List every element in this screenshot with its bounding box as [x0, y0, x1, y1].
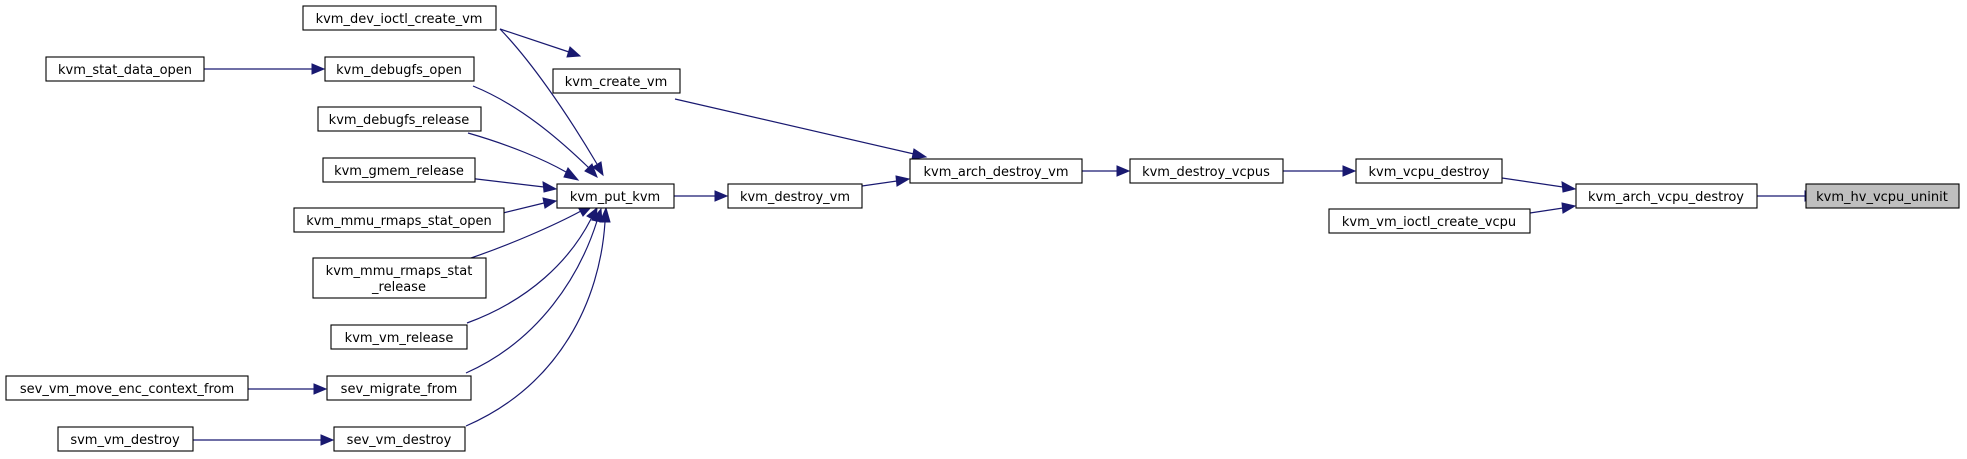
node-label: svm_vm_destroy — [70, 433, 180, 448]
node-label: sev_vm_destroy — [347, 433, 452, 448]
node-sev-vm-move-enc-context-from[interactable]: sev_vm_move_enc_context_from — [5, 375, 249, 401]
node-label: kvm_arch_destroy_vm — [924, 165, 1069, 180]
node-label: kvm_dev_ioctl_create_vm — [316, 12, 483, 27]
node-kvm-create-vm[interactable]: kvm_create_vm — [552, 68, 681, 94]
edge-sev-vm-destroy-to-kvm-put-kvm — [465, 206, 611, 427]
node-kvm-arch-vcpu-destroy[interactable]: kvm_arch_vcpu_destroy — [1575, 183, 1758, 209]
edge-kvm-mmu-rmaps-stat-open-to-kvm-put-kvm — [502, 197, 558, 214]
node-label: kvm_debugfs_open — [336, 63, 462, 78]
edge-kvm-gmem-release-to-kvm-put-kvm — [467, 177, 558, 193]
node-label: kvm_destroy_vm — [740, 190, 850, 205]
node-label: kvm_hv_vcpu_uninit — [1816, 190, 1948, 205]
node-sev-vm-destroy[interactable]: sev_vm_destroy — [333, 426, 466, 452]
edge-kvm-vcpu-destroy-to-kvm-arch-vcpu-destroy — [1501, 177, 1577, 193]
edge-kvm-vm-ioctl-create-vcpu-to-kvm-arch-vcpu-destroy — [1529, 202, 1577, 214]
node-label: sev_vm_move_enc_context_from — [20, 382, 234, 397]
node-kvm-vm-release[interactable]: kvm_vm_release — [330, 324, 468, 350]
node-kvm-put-kvm[interactable]: kvm_put_kvm — [556, 183, 675, 209]
edge-kvm-put-kvm-to-kvm-destroy-vm — [674, 190, 729, 202]
node-kvm-arch-destroy-vm[interactable]: kvm_arch_destroy_vm — [909, 158, 1083, 184]
edge-kvm-create-vm-to-kvm-arch-destroy-vm — [674, 98, 928, 160]
node-label: kvm_vm_ioctl_create_vcpu — [1342, 215, 1516, 230]
edge-kvm-debugfs-open-to-kvm-put-kvm — [472, 85, 598, 179]
node-kvm-hv-vcpu-uninit[interactable]: kvm_hv_vcpu_uninit — [1805, 183, 1960, 209]
node-label: kvm_vcpu_destroy — [1368, 165, 1489, 180]
node-svm-vm-destroy[interactable]: svm_vm_destroy — [57, 426, 194, 452]
node-label: kvm_create_vm — [565, 75, 668, 90]
node-label: kvm_mmu_rmaps_stat_open — [306, 214, 492, 229]
node-label: kvm_vm_release — [345, 331, 454, 346]
edge-kvm-destroy-vm-to-kvm-arch-destroy-vm — [861, 175, 911, 187]
edge-kvm-arch-destroy-vm-to-kvm-destroy-vcpus — [1082, 165, 1131, 177]
node-label: kvm_destroy_vcpus — [1142, 165, 1270, 180]
node-kvm-mmu-rmaps-stat-release[interactable]: kvm_mmu_rmaps_stat _release — [312, 257, 487, 299]
node-label: sev_migrate_from — [341, 382, 458, 397]
node-label: kvm_stat_data_open — [58, 63, 192, 78]
node-kvm-vm-ioctl-create-vcpu[interactable]: kvm_vm_ioctl_create_vcpu — [1328, 208, 1531, 234]
edge-svm-vm-destroy-to-sev-vm-destroy — [193, 434, 335, 446]
edge-kvm-dev-ioctl-create-vm-to-kvm-create-vm — [499, 28, 582, 58]
node-sev-migrate-from[interactable]: sev_migrate_from — [326, 375, 472, 401]
node-label: kvm_debugfs_release — [329, 113, 470, 128]
node-kvm-destroy-vcpus[interactable]: kvm_destroy_vcpus — [1129, 158, 1284, 184]
node-kvm-mmu-rmaps-stat-open[interactable]: kvm_mmu_rmaps_stat_open — [293, 207, 505, 233]
node-kvm-debugfs-open[interactable]: kvm_debugfs_open — [324, 56, 475, 82]
edge-kvm-debugfs-release-to-kvm-put-kvm — [467, 132, 580, 181]
node-kvm-gmem-release[interactable]: kvm_gmem_release — [322, 157, 476, 183]
node-kvm-destroy-vm[interactable]: kvm_destroy_vm — [727, 183, 863, 209]
edge-kvm-stat-data-open-to-kvm-debugfs-open — [204, 63, 326, 75]
edge-kvm-destroy-vcpus-to-kvm-vcpu-destroy — [1283, 165, 1357, 177]
node-label-line2: _release — [371, 280, 426, 295]
edge-sev-migrate-from-to-kvm-put-kvm — [465, 207, 603, 374]
node-label: kvm_arch_vcpu_destroy — [1588, 190, 1744, 205]
node-kvm-stat-data-open[interactable]: kvm_stat_data_open — [45, 56, 205, 82]
edge-kvm-dev-ioctl-create-vm-to-kvm-put-kvm — [499, 28, 604, 177]
edge-sev-vm-move-enc-context-from-to-sev-migrate-from — [248, 383, 328, 395]
node-label-line1: kvm_mmu_rmaps_stat — [326, 264, 473, 279]
node-kvm-dev-ioctl-create-vm[interactable]: kvm_dev_ioctl_create_vm — [302, 5, 497, 31]
node-label: kvm_gmem_release — [334, 164, 464, 179]
node-label: kvm_put_kvm — [570, 190, 660, 205]
node-kvm-vcpu-destroy[interactable]: kvm_vcpu_destroy — [1355, 158, 1503, 184]
node-kvm-debugfs-release[interactable]: kvm_debugfs_release — [317, 106, 482, 132]
